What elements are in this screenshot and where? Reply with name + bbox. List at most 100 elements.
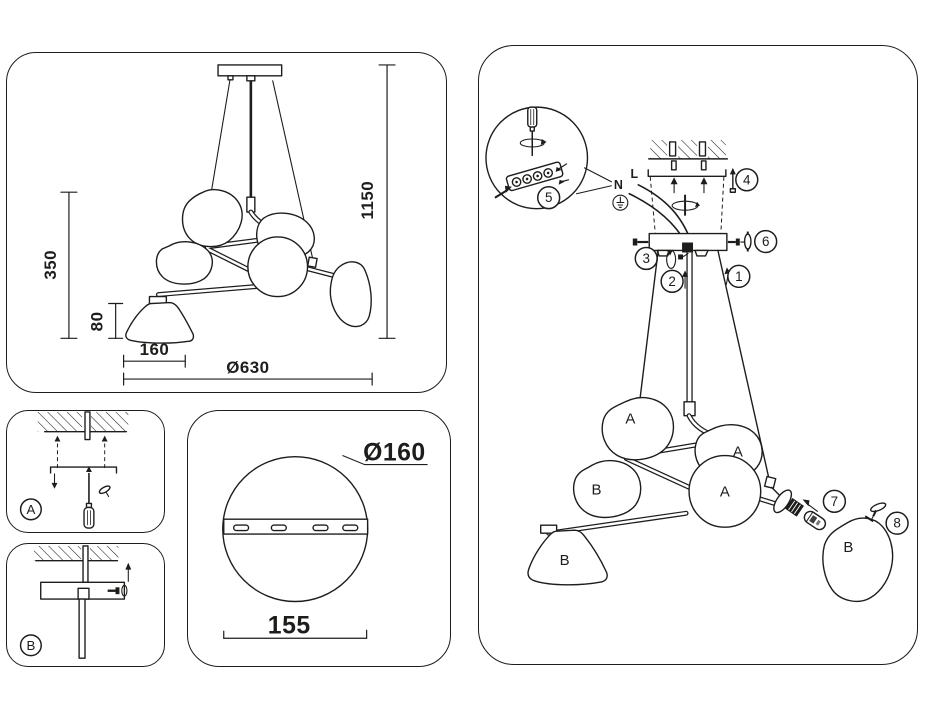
- threaded-rod: [82, 545, 89, 584]
- callout-6: 6: [753, 229, 778, 254]
- callout-1: 1: [727, 264, 751, 289]
- terminal-block-icon: [505, 161, 564, 192]
- shades: [125, 188, 372, 344]
- dim-bar-length: 155: [268, 612, 311, 639]
- mounting-bracket: [647, 169, 727, 178]
- screw-rotate-icon: [671, 194, 700, 216]
- arrow-up-icon: [101, 435, 108, 442]
- shade-fitter: [540, 524, 558, 534]
- cable-grip: [763, 475, 777, 490]
- shade-label: B: [591, 481, 601, 498]
- shade-label: B: [843, 539, 853, 556]
- assembly-panel: 5 N L: [478, 45, 918, 665]
- screw-icon: [98, 485, 111, 498]
- screw-icon: [700, 160, 707, 171]
- dim-drop-height: 1150: [358, 181, 377, 220]
- callout-3: 3: [634, 246, 658, 271]
- arrow-up-icon: [125, 562, 132, 570]
- svg-text:4: 4: [743, 172, 751, 187]
- mounting-bracket: [49, 466, 118, 474]
- svg-text:1: 1: [735, 269, 742, 284]
- rock-shade: [181, 188, 243, 248]
- thumbscrew-icon: [740, 231, 752, 252]
- svg-text:5: 5: [545, 190, 552, 205]
- canopy-hub: [682, 242, 694, 253]
- dim-body-height: 350: [41, 250, 60, 280]
- rock-shade: [125, 301, 195, 344]
- screw-icon: [107, 584, 128, 597]
- shades: A A A B B B: [527, 396, 894, 603]
- dowel: [698, 141, 707, 157]
- suspension-cable: [639, 249, 659, 398]
- arrow-up-icon: [54, 435, 61, 442]
- dim-shade-height: 80: [88, 312, 107, 332]
- ground-icon: [612, 194, 629, 211]
- callout-5: 5: [536, 186, 561, 210]
- ceiling-hatch: [650, 139, 726, 159]
- dimension-lines: 1150 350 80 160 Ø630: [41, 64, 396, 386]
- shade-label: A: [625, 411, 635, 428]
- threaded-rod: [84, 411, 91, 441]
- wire-label-l: L: [630, 167, 638, 181]
- screwdriver-icon: [519, 106, 547, 156]
- canopy-foot: [694, 249, 709, 257]
- slot: [312, 524, 329, 532]
- screwdriver-icon: [83, 466, 95, 529]
- rock-shade: [155, 241, 213, 285]
- rock-shade-b: [527, 529, 608, 586]
- svg-text:3: 3: [643, 251, 650, 266]
- callout-7: 7: [822, 489, 847, 514]
- overview-panel: 1150 350 80 160 Ø630: [6, 52, 447, 393]
- screw-up-icon: [700, 177, 708, 185]
- dim-diameter: Ø630: [226, 358, 269, 377]
- svg-text:7: 7: [831, 494, 838, 509]
- dim-canopy-diameter: Ø160: [363, 440, 426, 467]
- shade-label: A: [720, 483, 730, 500]
- mount-detail-b-panel: B: [6, 543, 165, 667]
- callout-4: 4: [735, 168, 759, 192]
- down-rod: [78, 598, 86, 659]
- arrow-icon: [504, 185, 512, 193]
- arrow-down-icon: [51, 482, 58, 489]
- screw-icon: [670, 160, 677, 171]
- svg-text:2: 2: [668, 274, 675, 289]
- canopy-boss: [77, 587, 90, 600]
- callout-8: 8: [885, 511, 909, 535]
- glass-sphere-a: [688, 454, 762, 528]
- dowel: [668, 141, 677, 157]
- bulb-icon: [803, 510, 827, 531]
- glass-sphere: [247, 236, 309, 298]
- slot: [342, 524, 359, 532]
- wire-label-n: N: [614, 178, 623, 192]
- shade-label: B: [560, 552, 570, 569]
- shade-label: A: [733, 444, 743, 461]
- arrow-icon: [558, 179, 565, 185]
- slot: [270, 524, 287, 532]
- mount-detail-a-panel: A: [6, 410, 165, 533]
- callout-2: 2: [660, 269, 684, 294]
- ceiling-hatch: [33, 545, 119, 561]
- mounting-bar: [223, 518, 369, 535]
- cable-grip: [307, 256, 318, 269]
- screw-up-icon: [670, 177, 678, 185]
- rock-shade: [329, 261, 372, 328]
- arrow-icon: [555, 166, 562, 172]
- svg-text:B: B: [26, 638, 35, 653]
- suspension-cable: [717, 249, 770, 479]
- svg-text:8: 8: [893, 516, 900, 531]
- canopy-detail-panel: Ø160 155: [187, 410, 451, 667]
- slot: [232, 524, 250, 532]
- dim-shade-width: 160: [140, 340, 170, 359]
- svg-text:6: 6: [762, 234, 769, 249]
- rock-shade-b: [822, 517, 894, 603]
- thumbscrew-icon: [870, 502, 887, 521]
- detail-b-label: B: [19, 634, 42, 657]
- lamp-socket-icon: [773, 489, 804, 517]
- arrow-icon: [802, 499, 810, 507]
- svg-text:A: A: [26, 502, 35, 517]
- detail-a-label: A: [19, 498, 42, 521]
- leader-line: [342, 455, 428, 466]
- screw-icon: [729, 167, 737, 193]
- overview-drawing: 1150 350 80 160 Ø630: [41, 64, 396, 386]
